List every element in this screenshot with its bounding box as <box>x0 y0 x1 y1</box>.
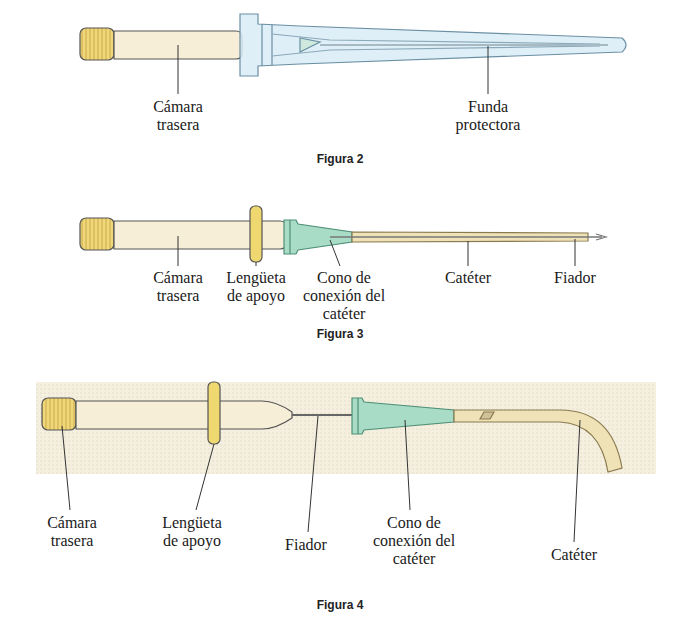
figure-caption: Figura 3 <box>295 327 385 341</box>
figure-4 <box>36 382 656 542</box>
part-label: Cámara trasera <box>136 98 220 134</box>
part-label: Funda protectora <box>440 98 536 134</box>
figure-caption: Figura 4 <box>295 598 385 612</box>
part-label: Cono de conexión del catéter <box>292 269 396 323</box>
part-label: Lengüeta de apoyo <box>218 269 294 305</box>
figure-caption: Figura 2 <box>295 152 385 166</box>
part-label: Cámara trasera <box>32 514 112 550</box>
part-label: Fiador <box>540 269 610 287</box>
figure-3 <box>80 206 606 266</box>
figure-2 <box>80 14 626 94</box>
part-label: Catéter <box>433 269 503 287</box>
part-label: Cámara trasera <box>136 269 220 305</box>
part-label: Lengüeta de apoyo <box>154 514 230 550</box>
part-label: Cono de conexión del catéter <box>372 514 456 568</box>
part-label: Catéter <box>539 546 609 564</box>
part-label: Fiador <box>271 536 341 554</box>
